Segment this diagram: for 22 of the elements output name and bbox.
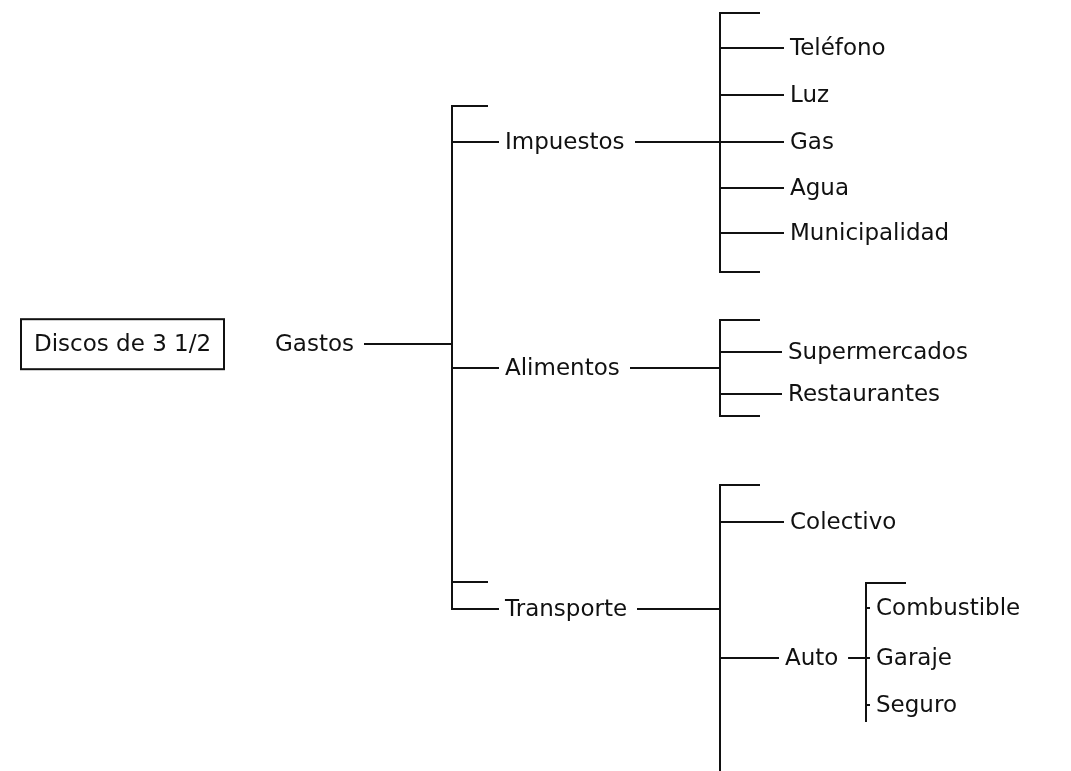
node-text: Combustible — [876, 594, 1021, 622]
node-text: Gas — [790, 128, 834, 156]
connector-line — [628, 367, 783, 395]
node-text: Colectivo — [790, 508, 897, 536]
node-text: Supermercados — [788, 338, 968, 366]
label-box — [20, 318, 226, 370]
node-text: Seguro — [876, 691, 957, 719]
node-text: Discos de 3 1/2 — [34, 330, 212, 358]
node-text: Alimentos — [505, 354, 620, 382]
node-text: Luz — [790, 81, 830, 109]
node-text: Transporte — [505, 595, 628, 623]
node-text: Auto — [785, 644, 839, 672]
node-text: Restaurantes — [788, 380, 941, 408]
node-text: Gastos — [275, 330, 354, 358]
node-text: Impuestos — [505, 128, 625, 156]
node-text: Agua — [790, 174, 849, 202]
node-text: Municipalidad — [790, 219, 950, 247]
connector-line — [636, 608, 780, 659]
connector-line — [633, 141, 785, 234]
node-text: Teléfono — [790, 34, 886, 62]
node-text: Garaje — [876, 644, 952, 672]
connector-line — [847, 657, 871, 706]
